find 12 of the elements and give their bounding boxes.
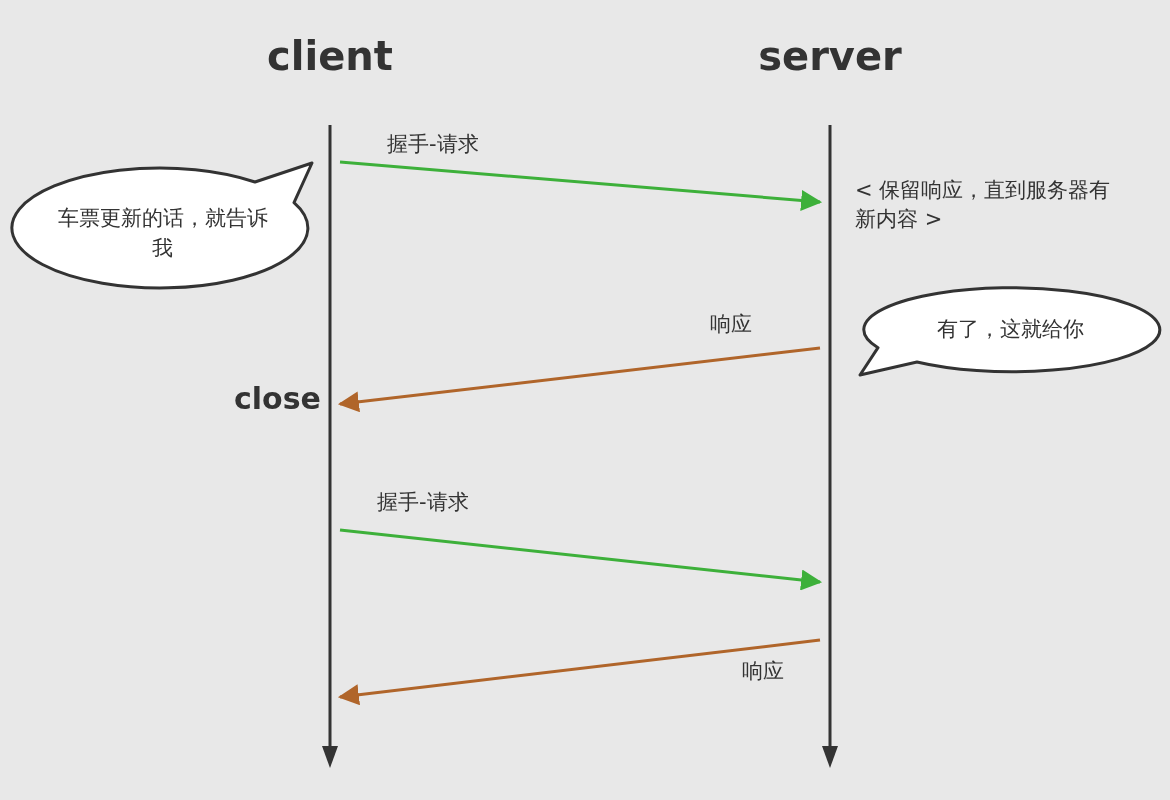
lifeline-label: client	[267, 33, 393, 79]
arrow	[339, 528, 823, 591]
arrow	[337, 346, 821, 413]
speech-bubble	[10, 160, 315, 290]
arrow	[339, 160, 823, 211]
arrow	[337, 638, 821, 706]
bubble-text: 有了，这就给你	[936, 316, 1084, 344]
bubble-text: 车票更新的话，就告诉我	[56, 204, 269, 262]
note-text: < 保留响应，直到服务器有新内容 >	[855, 177, 1112, 234]
lifeline-label: server	[758, 33, 902, 79]
close-label: close	[234, 380, 321, 418]
speech-bubble	[858, 285, 1162, 378]
